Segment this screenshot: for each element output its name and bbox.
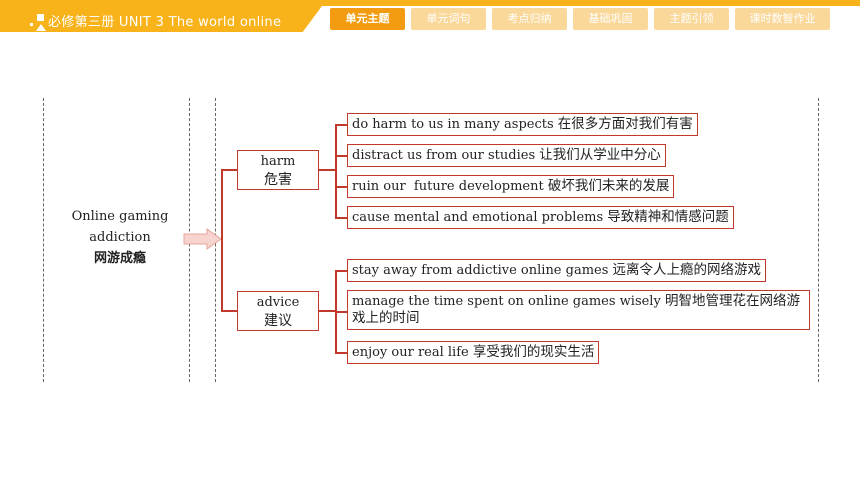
connector-line (221, 310, 237, 312)
tab-unit-theme[interactable]: 单元主题 (330, 8, 405, 30)
connector-line (319, 310, 335, 312)
decor-dot (30, 23, 33, 26)
advice-item: enjoy our real life 享受我们的现实生活 (347, 341, 600, 364)
topic-label: Online gaming addiction 网游成瘾 (60, 206, 180, 269)
tab-theme-guide[interactable]: 主题引领 (654, 8, 729, 30)
decor-triangle (36, 24, 46, 31)
connector-line (319, 169, 335, 171)
topic-zh: 网游成瘾 (93, 251, 146, 266)
header-title-bar: 必修第三册 UNIT 3 The world online (0, 6, 322, 32)
advice-item: manage the time spent on online games wi… (347, 290, 810, 330)
header-band (0, 0, 860, 6)
category-harm-zh: 危害 (264, 172, 292, 188)
advice-item: stay away from addictive online games 远离… (347, 259, 767, 282)
harm-item: ruin our future development 破坏我们未来的发展 (347, 175, 675, 198)
connector-line (335, 186, 348, 188)
harm-item: cause mental and emotional problems 导致精神… (347, 206, 734, 229)
connector-line (335, 124, 348, 126)
tab-basic-practice[interactable]: 基础巩固 (573, 8, 648, 30)
connector-line (335, 270, 348, 272)
category-advice-en: advice (256, 295, 300, 310)
category-advice-zh: 建议 (264, 313, 292, 329)
connector-line (335, 124, 337, 218)
category-advice: advice 建议 (237, 291, 319, 331)
book-unit-title: 必修第三册 UNIT 3 The world online (48, 15, 282, 30)
connector-line (335, 155, 348, 157)
harm-item: distract us from our studies 让我们从学业中分心 (347, 144, 666, 167)
topic-en-line1: Online gaming (71, 209, 169, 224)
harm-item: do harm to us in many aspects 在很多方面对我们有害 (347, 113, 698, 136)
dashed-divider (818, 98, 819, 382)
connector-line (221, 169, 237, 171)
category-harm-en: harm (260, 154, 296, 169)
tab-key-points[interactable]: 考点归纳 (492, 8, 567, 30)
right-arrow-icon (183, 228, 222, 250)
connector-line (335, 352, 348, 354)
tab-unit-vocab[interactable]: 单元词句 (411, 8, 486, 30)
tab-homework[interactable]: 课时数智作业 (735, 8, 830, 30)
category-harm: harm 危害 (237, 150, 319, 190)
topic-en-line2: addiction (89, 230, 151, 245)
dashed-divider (43, 98, 44, 382)
connector-line (221, 169, 223, 311)
connector-line (335, 311, 348, 313)
decor-square (37, 14, 44, 21)
connector-line (335, 217, 348, 219)
